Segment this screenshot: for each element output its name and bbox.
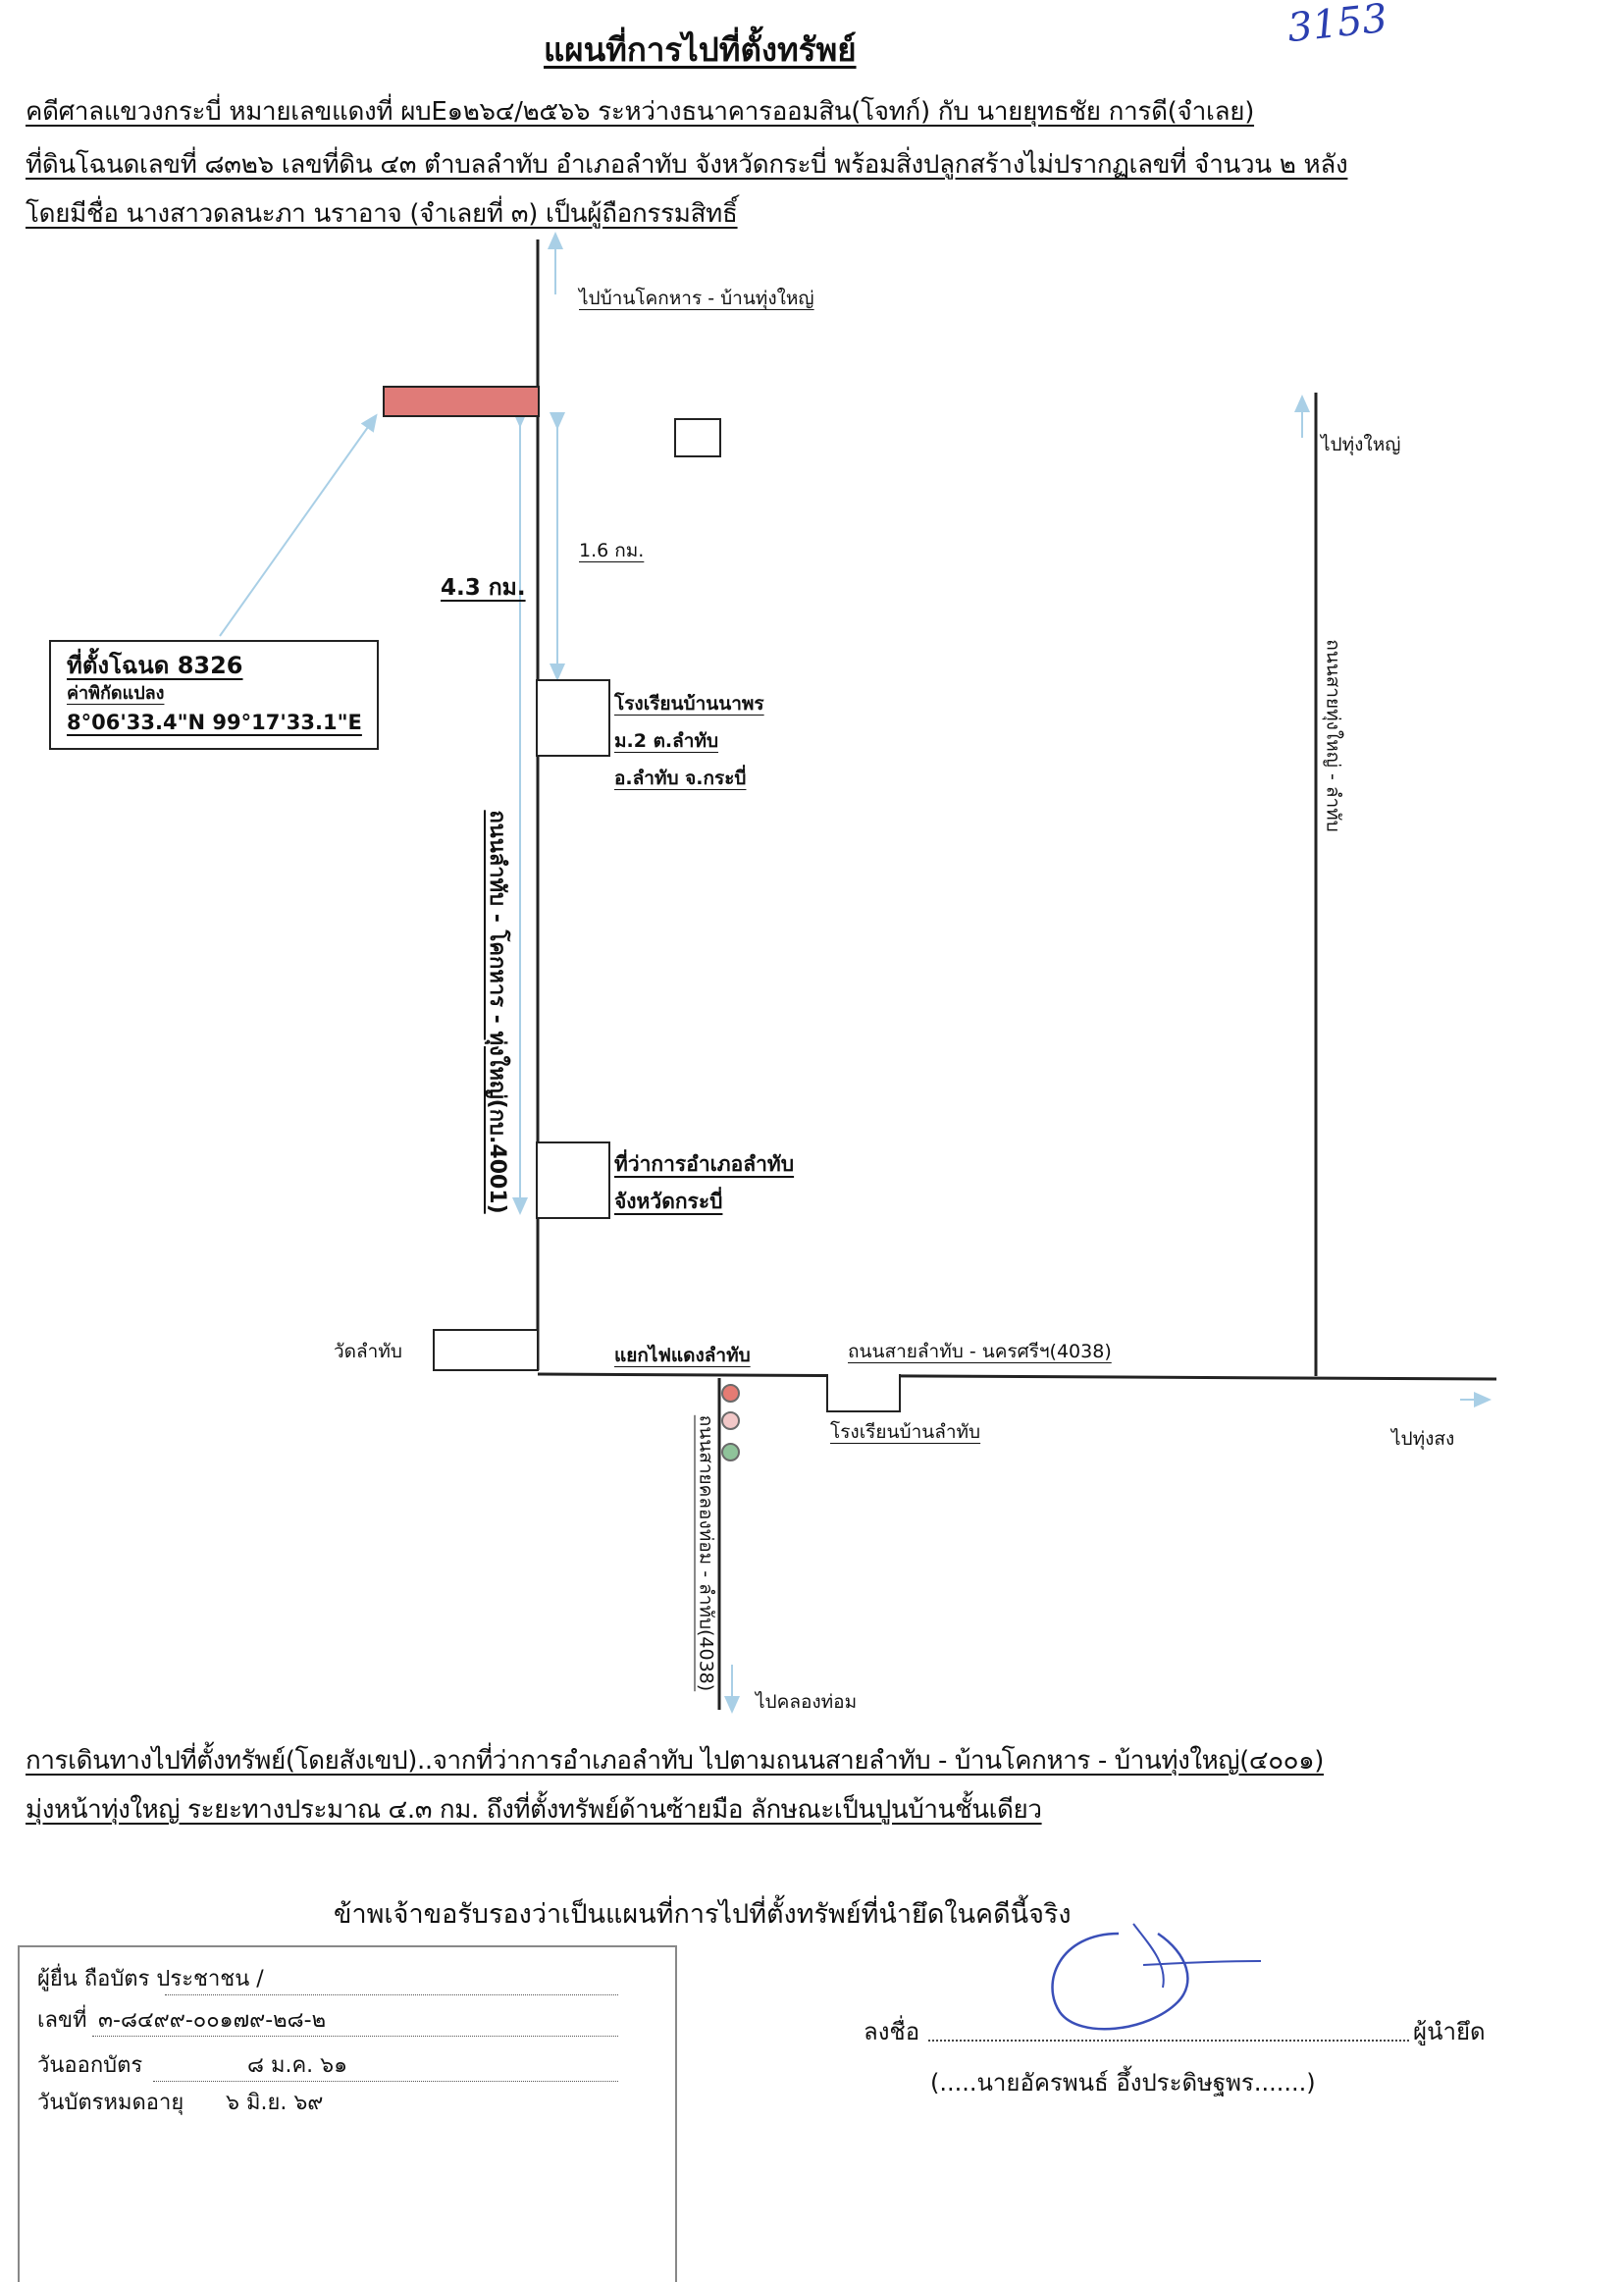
form-issue-date: ๘ ม.ค. ๖๑ xyxy=(247,2053,348,2078)
intersection-label: แยกไฟแดงลำทับ xyxy=(614,1345,751,1366)
property-info-box: ที่ตั้งโฉนด 8326 ค่าพิกัดแปลง 8°06'33.4"… xyxy=(49,640,379,750)
property-coordinates: 8°06'33.4"N 99°17'33.1"E xyxy=(67,711,362,734)
district-office-marker xyxy=(536,1141,610,1219)
header-line-land: ที่ดินโฉนดเลขที่ ๘๓๒๖ เลขที่ดิน ๔๓ ตำบลล… xyxy=(26,150,1348,180)
road-4038-east xyxy=(537,1372,1497,1381)
distance-1-6km: 1.6 กม. xyxy=(579,540,645,561)
page-title: แผนที่การไปที่ตั้งทรัพย์ xyxy=(544,30,857,69)
form-id-type: ผู้ยื่น ถือบัตร ประชาชน / xyxy=(37,1967,264,1991)
traffic-light-green-icon xyxy=(721,1443,740,1461)
form-issue-date-label: วันออกบัตร xyxy=(37,2053,143,2078)
traffic-light-red-icon xyxy=(721,1384,740,1403)
directions-line-2: มุ่งหน้าทุ่งใหญ่ ระยะทางประมาณ ๔.๓ กม. ถ… xyxy=(26,1795,1042,1825)
traffic-light-amber-icon xyxy=(721,1411,740,1430)
north-road-destination: ไปบ้านโคกหาร - บ้านทุ่งใหญ่ xyxy=(579,288,814,309)
right-road-destination: ไปทุ่งใหญ่ xyxy=(1321,434,1401,455)
south-road-label: ถนนสายคลองท่อม - ลำทับ(4038) xyxy=(695,1414,717,1692)
main-road-label: ถนนลำทับ - โคกหาร - ทุ่งใหญ่(กบ.4001) xyxy=(485,810,509,1214)
signature-label: ลงชื่อ xyxy=(864,2018,920,2045)
id-card-form: ผู้ยื่น ถือบัตร ประชาชน / เลขที่ ๓-๘๔๙๙-… xyxy=(18,1945,677,2282)
arrow-to-property xyxy=(219,413,378,637)
school-naporn-district: อ.ลำทับ จ.กระบี่ xyxy=(614,768,747,789)
temple-marker xyxy=(433,1329,539,1371)
form-expiry-date-label: วันบัตรหมดอายุ xyxy=(37,2091,184,2115)
signature-mark xyxy=(1051,1923,1262,2031)
form-expiry-date: ๖ มิ.ย. ๖๙ xyxy=(226,2091,324,2115)
signature-role: ผู้นำยึด xyxy=(1413,2018,1486,2045)
district-office-name: ที่ว่าการอำเภอลำทับ xyxy=(614,1152,795,1176)
right-road-label: ถนนสายทุ่งใหญ่ - ลำทับ xyxy=(1322,639,1344,832)
directions-line-1: การเดินทางไปที่ตั้งทรัพย์(โดยสังเขป)..จา… xyxy=(26,1746,1324,1776)
school-naporn-marker xyxy=(536,679,610,757)
distance-4-3km: 4.3 กม. xyxy=(441,575,526,601)
header-line-case: คดีศาลแขวงกระบี่ หมายเลขแดงที่ ผบE๑๒๖๔/๒… xyxy=(26,97,1255,127)
school-lamthap-marker xyxy=(826,1374,901,1412)
building-marker xyxy=(674,418,721,457)
temple-label: วัดลำทับ xyxy=(334,1341,402,1362)
form-id-number-label: เลขที่ xyxy=(37,2008,87,2033)
certification-statement: ข้าพเจ้าขอรับรองว่าเป็นแผนที่การไปที่ตั้… xyxy=(334,1899,1072,1930)
property-marker xyxy=(383,386,540,417)
east-destination: ไปทุ่งสง xyxy=(1391,1428,1455,1450)
property-title: ที่ตั้งโฉนด 8326 xyxy=(67,652,243,679)
school-naporn-name: โรงเรียนบ้านนาพร xyxy=(614,693,764,715)
form-id-number: ๓-๘๔๙๙-๐๐๑๗๙-๒๘-๒ xyxy=(98,2008,327,2033)
district-office-province: จังหวัดกระบี่ xyxy=(614,1190,723,1213)
east-road-label: ถนนสายลำทับ - นครศรีฯ(4038) xyxy=(848,1341,1112,1362)
header-line-owner: โดยมีชื่อ นางสาวดลนะภา นราอาจ (จำเลยที่ … xyxy=(26,199,738,229)
property-coord-label: ค่าพิกัดแปลง xyxy=(67,683,165,704)
school-lamthap-label: โรงเรียนบ้านลำทับ xyxy=(830,1421,981,1443)
signatory-name: (.....นายอัครพนธ์ อึ้งประดิษฐพร.......) xyxy=(930,2069,1316,2096)
school-naporn-village: ม.2 ต.ลำทับ xyxy=(614,730,719,752)
south-destination: ไปคลองท่อม xyxy=(756,1691,858,1713)
